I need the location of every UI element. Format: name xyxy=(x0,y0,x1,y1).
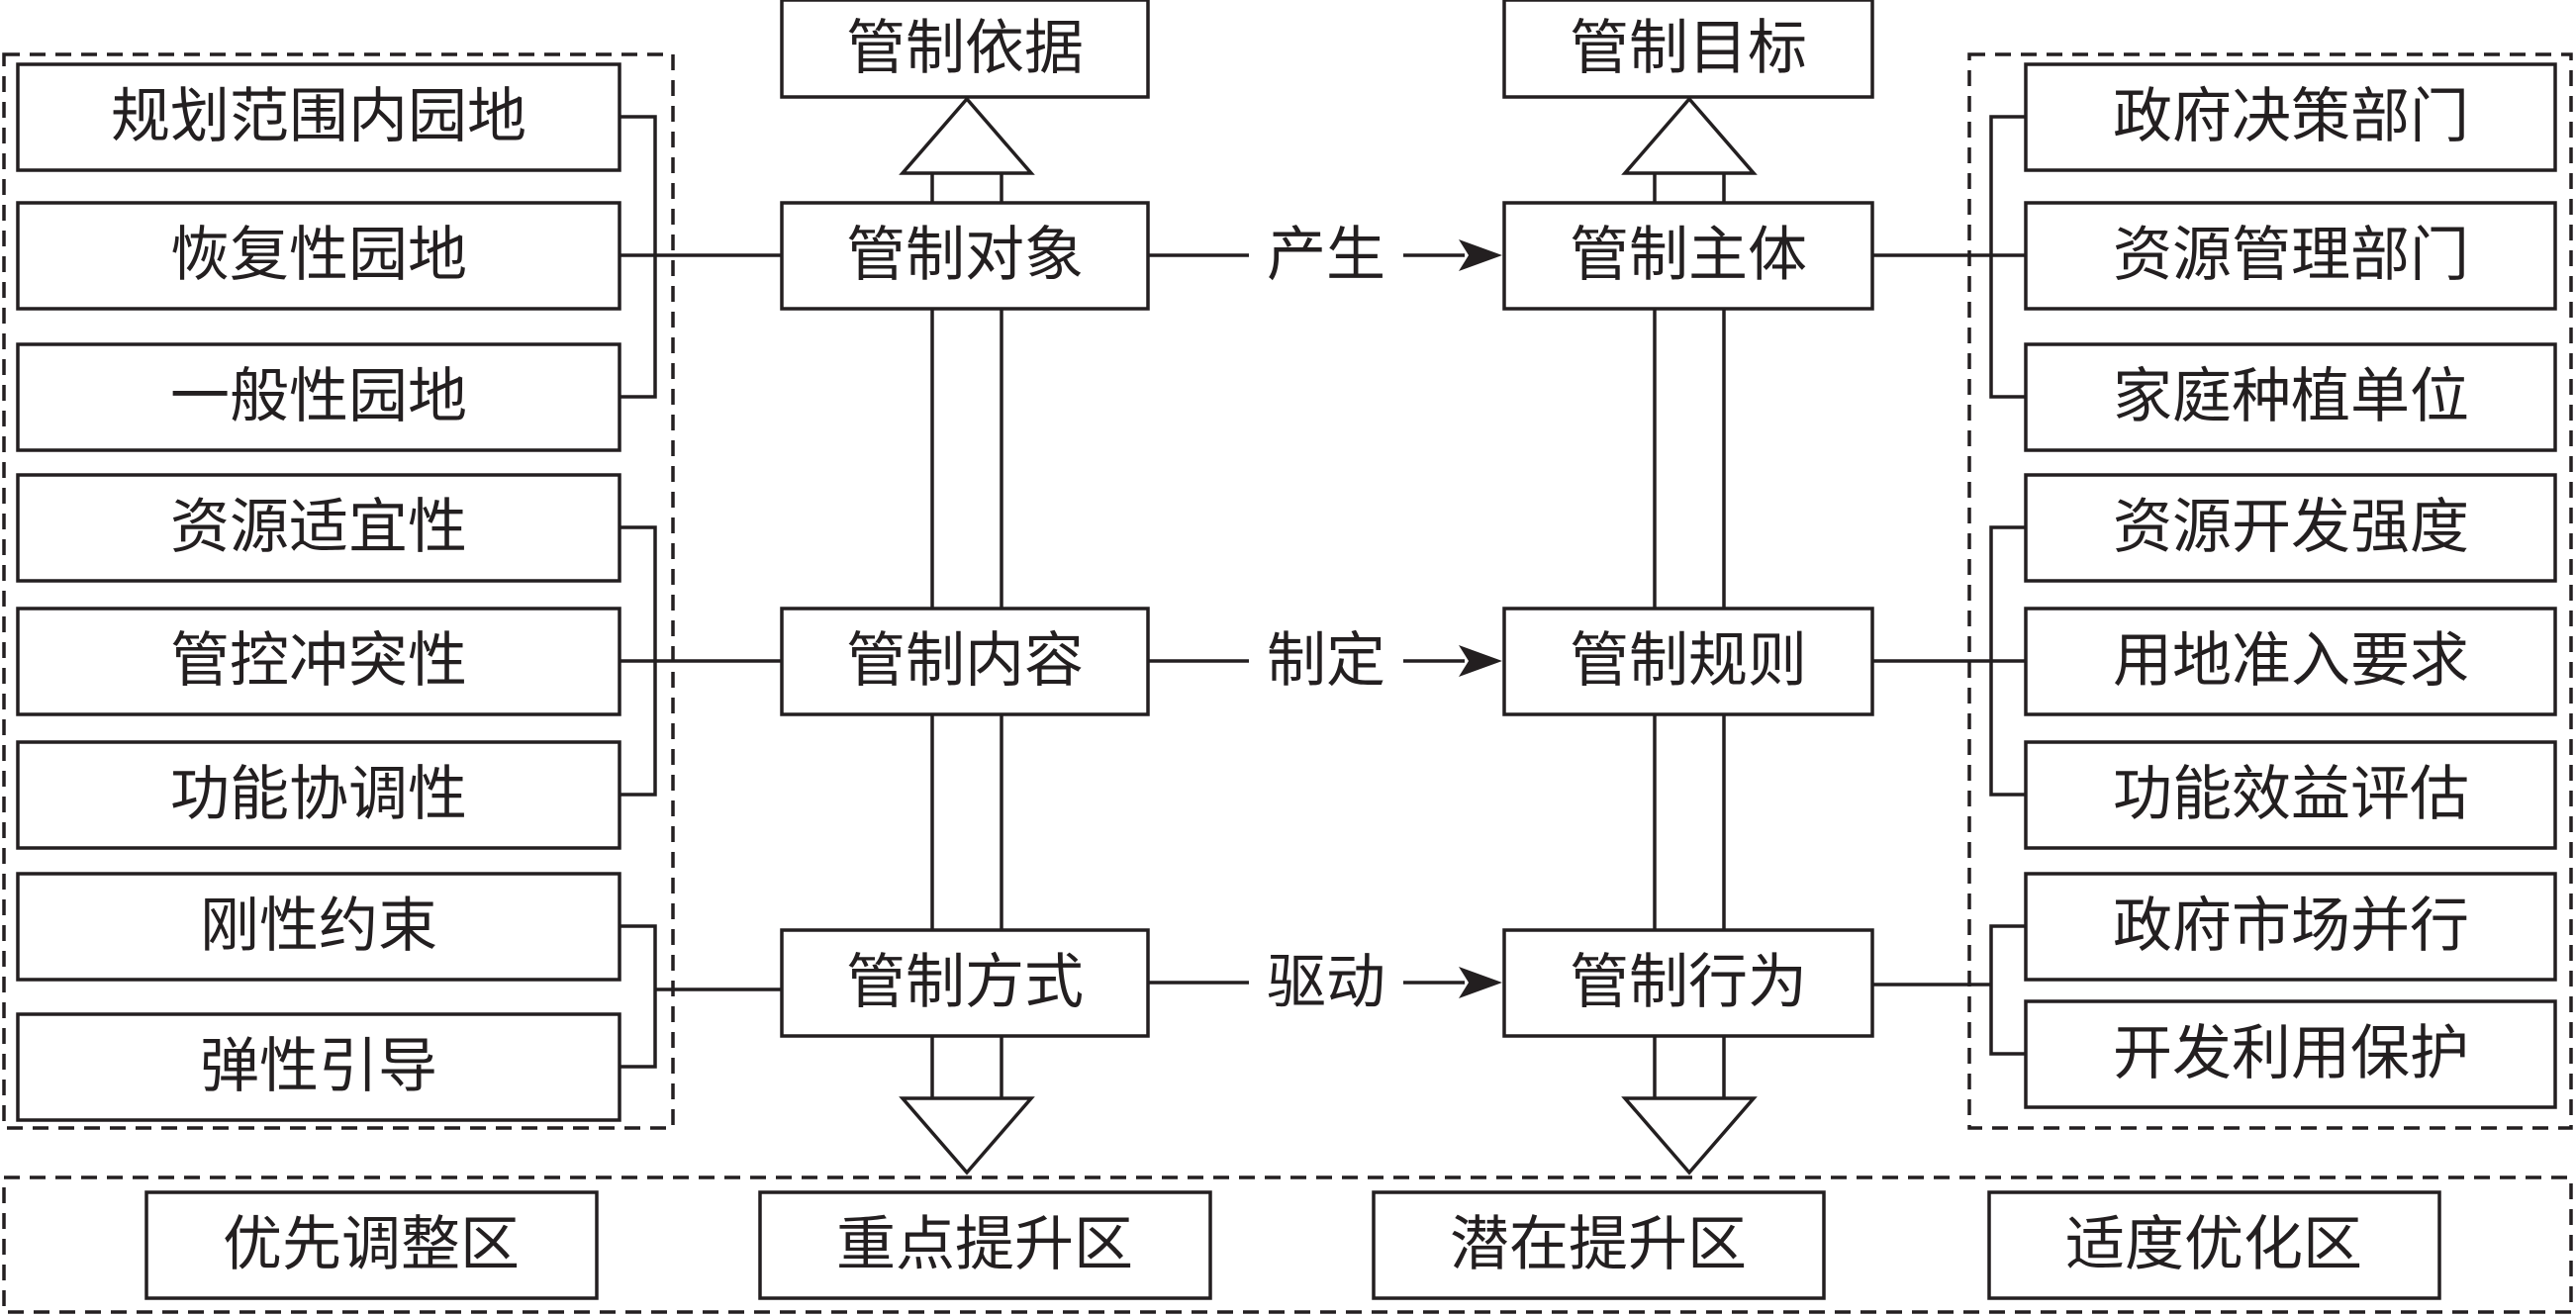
svg-text:管制对象: 管制对象 xyxy=(846,221,1084,290)
relation-arrow-2 xyxy=(1459,645,1502,677)
up-arrow-left xyxy=(899,96,1035,175)
left-item: 规划范围内园地 xyxy=(16,62,621,172)
zone-box: 潜在提升区 xyxy=(1372,1190,1826,1300)
svg-text:资源适宜性: 资源适宜性 xyxy=(170,493,467,562)
rule-node: 管制规则 xyxy=(1502,607,1874,716)
right-bracket-2 xyxy=(1872,525,2026,797)
left-bracket-3 xyxy=(620,924,782,1069)
down-arrow-right xyxy=(1621,1096,1758,1175)
svg-text:资源开发强度: 资源开发强度 xyxy=(2113,493,2469,562)
object-node: 管制对象 xyxy=(780,201,1150,311)
zone-box: 重点提升区 xyxy=(758,1190,1212,1300)
svg-text:家庭种植单位: 家庭种植单位 xyxy=(2113,362,2469,431)
svg-text:规划范围内园地: 规划范围内园地 xyxy=(111,82,526,151)
bottom-zone-container xyxy=(2,1175,2573,1314)
svg-text:管制方式: 管制方式 xyxy=(846,948,1084,1017)
right-item: 家庭种植单位 xyxy=(2024,342,2557,452)
left-bracket-2 xyxy=(620,525,782,797)
right-item: 政府决策部门 xyxy=(2024,62,2557,172)
svg-text:管制依据: 管制依据 xyxy=(846,14,1084,83)
svg-text:一般性园地: 一般性园地 xyxy=(170,362,467,431)
left-bracket-1 xyxy=(620,115,782,399)
svg-text:管制目标: 管制目标 xyxy=(1570,14,1807,83)
left-item: 刚性约束 xyxy=(16,872,621,982)
svg-text:刚性约束: 刚性约束 xyxy=(200,892,437,961)
svg-text:管制主体: 管制主体 xyxy=(1570,221,1807,290)
left-item: 一般性园地 xyxy=(16,342,621,452)
down-arrow-left xyxy=(899,1096,1035,1175)
left-item: 资源适宜性 xyxy=(16,473,621,583)
content-node: 管制内容 xyxy=(780,607,1150,716)
svg-text:管制行为: 管制行为 xyxy=(1570,948,1807,1017)
svg-text:管制规则: 管制规则 xyxy=(1570,626,1807,696)
svg-text:恢复性园地: 恢复性园地 xyxy=(170,221,467,290)
relation-label-3: 驱动 xyxy=(1267,948,1385,1017)
right-item: 用地准入要求 xyxy=(2024,607,2557,716)
right-item: 资源开发强度 xyxy=(2024,473,2557,583)
relation-label-1: 产生 xyxy=(1267,221,1385,290)
right-item: 开发利用保护 xyxy=(2024,999,2557,1109)
left-item: 功能协调性 xyxy=(16,740,621,850)
right-group-container xyxy=(1967,52,2573,1130)
svg-text:潜在提升区: 潜在提升区 xyxy=(1450,1210,1747,1279)
svg-text:管控冲突性: 管控冲突性 xyxy=(170,626,467,696)
relation-arrow-1 xyxy=(1459,239,1502,271)
right-item: 功能效益评估 xyxy=(2024,740,2557,850)
svg-text:开发利用保护: 开发利用保护 xyxy=(2113,1019,2469,1088)
right-item: 政府市场并行 xyxy=(2024,872,2557,982)
svg-text:管制内容: 管制内容 xyxy=(846,626,1084,696)
up-arrow-right xyxy=(1621,96,1758,175)
svg-text:政府决策部门: 政府决策部门 xyxy=(2113,82,2469,151)
svg-text:政府市场并行: 政府市场并行 xyxy=(2113,892,2469,961)
zone-box: 优先调整区 xyxy=(144,1190,599,1300)
zone-box: 适度优化区 xyxy=(1987,1190,2441,1300)
right-bracket-3 xyxy=(1872,924,2026,1056)
svg-text:弹性引导: 弹性引导 xyxy=(200,1032,437,1101)
svg-text:用地准入要求: 用地准入要求 xyxy=(2113,626,2469,696)
svg-text:资源管理部门: 资源管理部门 xyxy=(2113,221,2469,290)
svg-text:功能效益评估: 功能效益评估 xyxy=(2113,760,2469,829)
right-item: 资源管理部门 xyxy=(2024,201,2557,311)
left-group-container xyxy=(2,52,675,1130)
svg-text:适度优化区: 适度优化区 xyxy=(2065,1210,2362,1279)
svg-text:优先调整区: 优先调整区 xyxy=(223,1210,520,1279)
goal-node: 管制目标 xyxy=(1502,0,1874,99)
left-item: 弹性引导 xyxy=(16,1012,621,1122)
left-item: 恢复性园地 xyxy=(16,201,621,311)
relation-arrow-3 xyxy=(1459,967,1502,998)
left-item: 管控冲突性 xyxy=(16,607,621,716)
svg-text:重点提升区: 重点提升区 xyxy=(836,1210,1133,1279)
method-node: 管制方式 xyxy=(780,928,1150,1038)
relation-label-2: 制定 xyxy=(1267,626,1385,696)
behavior-node: 管制行为 xyxy=(1502,928,1874,1038)
subject-node: 管制主体 xyxy=(1502,201,1874,311)
right-bracket-1 xyxy=(1872,115,2026,399)
basis-node: 管制依据 xyxy=(780,0,1150,99)
svg-text:功能协调性: 功能协调性 xyxy=(170,760,467,829)
